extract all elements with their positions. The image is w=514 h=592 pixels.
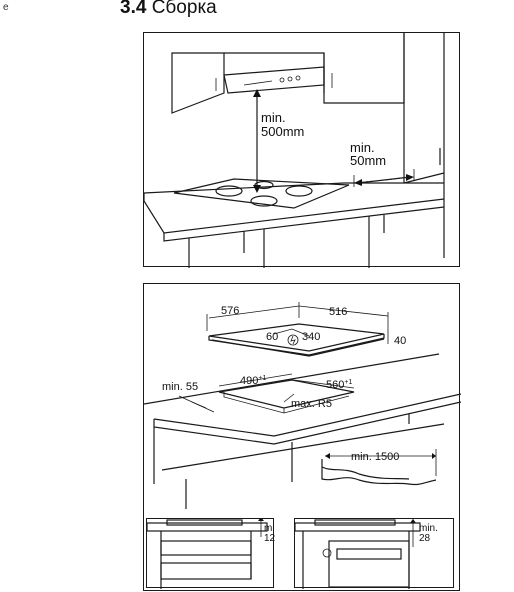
kitchen-illustration: min. 500mm min. 50mm <box>144 33 445 268</box>
front-clearance: min. 55 <box>162 381 198 393</box>
wall-clearance-label-2: 50mm <box>350 153 386 168</box>
hob-cutout-illustration: 576 516 40 60 340 490+1 560+1 min. 55 ma… <box>144 302 461 509</box>
right-detail-drawing: min. 28 <box>295 519 438 589</box>
cable-length: min. 1500 <box>351 451 399 463</box>
section-number: 3.4 <box>120 0 147 18</box>
hood-clearance-label-2: 500mm <box>261 124 304 139</box>
section-heading: 3.4 Сборка <box>120 0 217 20</box>
depth-dim: 516 <box>329 306 347 318</box>
cutout-dimensions-figure: 576 516 40 60 340 490+1 560+1 min. 55 ma… <box>143 283 461 591</box>
section-title: Сборка <box>151 0 217 18</box>
left-detail-drawing: min. 12 <box>147 519 275 589</box>
left-detail-label-2: 12 <box>264 533 275 544</box>
left-detail-label-1: min. <box>264 523 275 534</box>
right-detail-label-2: 28 <box>419 533 431 544</box>
right-detail-label-1: min. <box>419 523 438 534</box>
corner-radius: max. R5 <box>291 398 332 410</box>
wall-clearance-label-1: min. <box>350 140 375 155</box>
corner-dim-b: 340 <box>302 331 320 343</box>
height-dim: 40 <box>394 335 406 347</box>
hood-clearance-label-1: min. <box>261 110 286 125</box>
right-mounting-detail: min. 28 <box>294 518 454 589</box>
width-dim: 576 <box>221 305 239 317</box>
corner-dim-a: 60 <box>266 331 278 343</box>
installation-clearance-figure: min. 500mm min. 50mm <box>143 32 460 268</box>
cutout-depth: 560+1 <box>326 379 352 391</box>
cutout-width: 490+1 <box>240 375 266 387</box>
stray-mark: e <box>3 2 9 13</box>
left-mounting-detail: min. 12 <box>146 518 275 589</box>
